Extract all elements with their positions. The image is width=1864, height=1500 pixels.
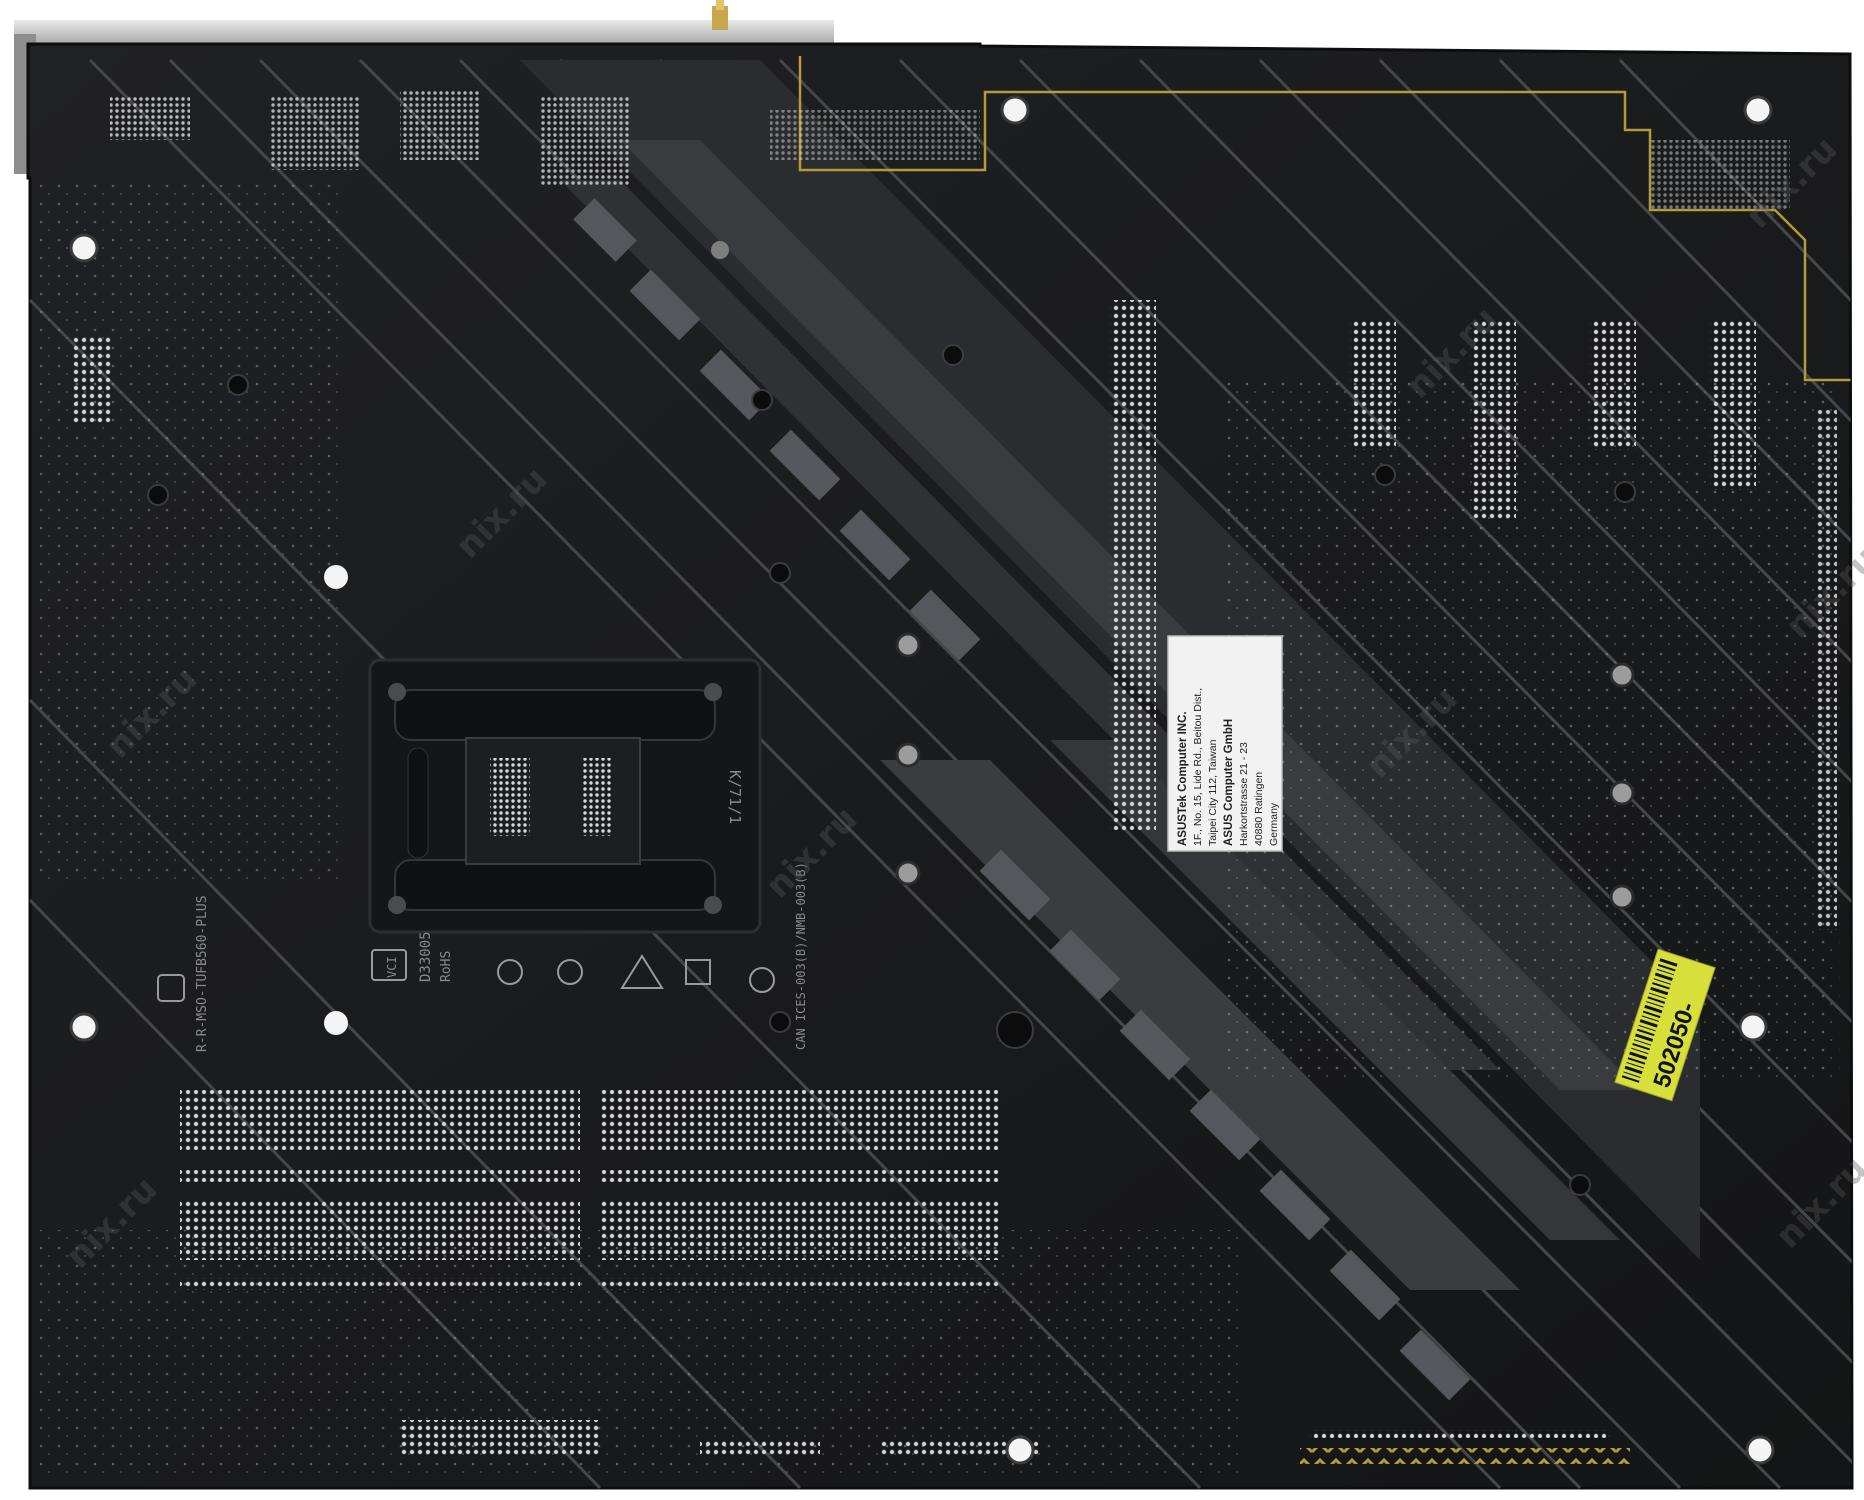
address-line-7: Germany [1268, 802, 1280, 846]
component-dots-left [40, 180, 340, 880]
left-edge-pins [72, 335, 112, 425]
silkscreen-rohs: RoHS [439, 951, 454, 982]
yellow-barcode-sticker: 502050- [1614, 948, 1716, 1102]
bottom-header-pins [400, 1420, 1610, 1456]
top-component-clusters [110, 90, 1790, 210]
right-edge-pins [1815, 410, 1837, 930]
address-line-5: Harkortstrasse 21 - 23 [1238, 742, 1250, 846]
silkscreen-cert-code: CAN ICES-003(B)/NMB-003(B) [794, 862, 808, 1050]
silkscreen-model-code: R-R-MSO-TUFB560-PLUS [195, 895, 210, 1052]
gold-trace-outline [798, 56, 1852, 382]
certification-marks [157, 949, 775, 1002]
cpu-socket-backplate [368, 658, 762, 934]
armor-blocks [573, 198, 1471, 1401]
address-line-1: ASUSTek Computer INC. [1177, 711, 1189, 846]
black-screws [147, 344, 1636, 1196]
mounting-holes [69, 95, 1775, 1465]
silkscreen-dsd-code: D33005 [418, 931, 434, 982]
silkscreen-vci: VCI [385, 956, 399, 978]
address-line-2: 1F., No. 15, Lide Rd., Beitou Dist., [1192, 688, 1204, 846]
dimm-pin-rows [180, 1090, 1000, 1290]
gold-zigzag-strip [1300, 1448, 1630, 1464]
address-line-6: 40880 Ratingen [1253, 772, 1265, 846]
component-dots-right [1220, 380, 1840, 1080]
mount-hole [324, 1011, 348, 1035]
address-label: ASUSTek Computer INC. 1F., No. 15, Lide … [1167, 635, 1283, 852]
address-line-4: ASUS Computer GmbH [1223, 719, 1235, 846]
barcode [1621, 958, 1678, 1083]
address-line-3: Taipei City 112, Taiwan [1207, 739, 1219, 846]
mount-hole [324, 565, 348, 589]
silkscreen-cpu-marking: K/71/1 [726, 770, 744, 824]
m2-standoffs [711, 241, 1635, 910]
pcie-pin-columns [1110, 300, 1756, 830]
component-dots-bottom [40, 1230, 1240, 1480]
